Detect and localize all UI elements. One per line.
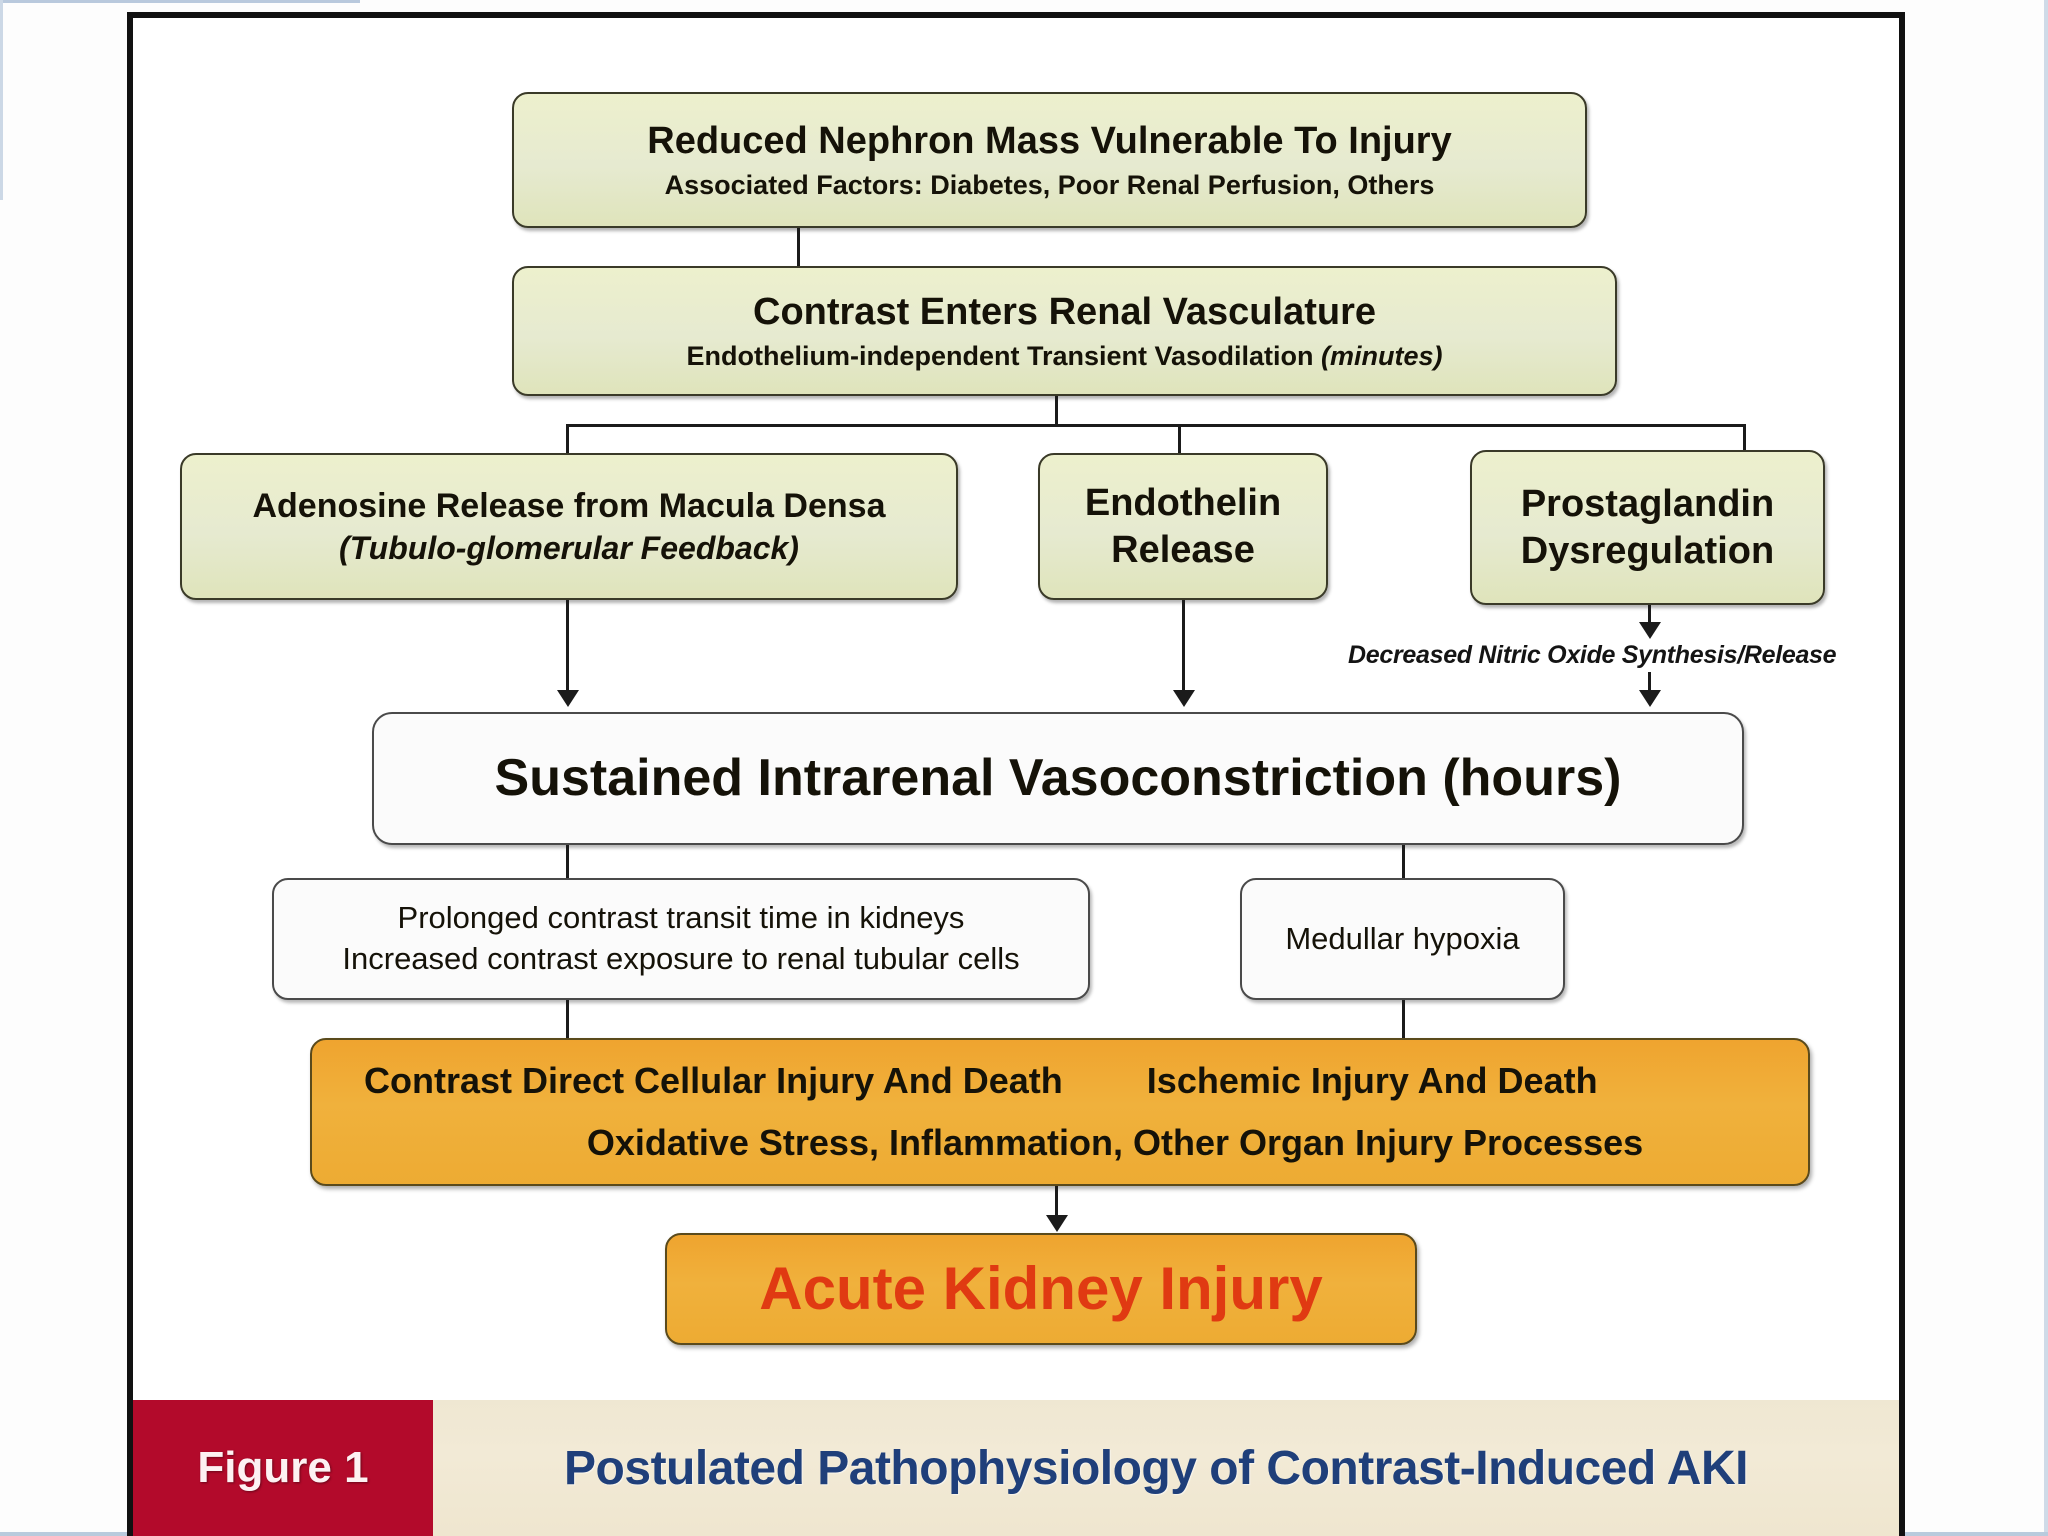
node-contrast-enters-subtitle-italic: (minutes) xyxy=(1321,340,1443,371)
node-injury-left-label: Contrast Direct Cellular Injury And Deat… xyxy=(364,1059,1063,1101)
connector-bus-to-endothelin xyxy=(1178,424,1181,454)
page-edge-right xyxy=(2044,0,2048,1536)
node-endothelin-release: Endothelin Release xyxy=(1038,453,1328,600)
node-vasoconstriction-title: Sustained Intrarenal Vasoconstriction (h… xyxy=(494,749,1622,808)
connector-vaso-to-medullary xyxy=(1402,845,1405,878)
page-edge-top xyxy=(0,0,360,3)
connector-adenosine-down xyxy=(566,600,569,695)
node-adenosine-release: Adenosine Release from Macula Densa (Tub… xyxy=(180,453,958,600)
node-injury-bottom-label: Oxidative Stress, Inflammation, Other Or… xyxy=(586,1122,1644,1163)
node-sustained-vasoconstriction: Sustained Intrarenal Vasoconstriction (h… xyxy=(372,712,1744,845)
node-reduced-nephron-mass: Reduced Nephron Mass Vulnerable To Injur… xyxy=(512,92,1587,228)
node-aki-title: Acute Kidney Injury xyxy=(759,1255,1323,1323)
page-edge-left xyxy=(0,0,3,200)
node-contrast-enters-subtitle-text: Endothelium-independent Transient Vasodi… xyxy=(686,340,1322,371)
node-prostaglandin-dysregulation: Prostaglandin Dysregulation xyxy=(1470,450,1825,605)
figure-caption-title: Postulated Pathophysiology of Contrast-I… xyxy=(564,1441,1748,1495)
node-adenosine-title: Adenosine Release from Macula Densa xyxy=(252,486,886,525)
arrowhead-endothelin-down xyxy=(1173,690,1195,707)
label-decreased-nitric-oxide: Decreased Nitric Oxide Synthesis/Release xyxy=(1348,641,1837,669)
connector-contrast-stem xyxy=(1055,396,1058,426)
node-contrast-enters-vasculature: Contrast Enters Renal Vasculature Endoth… xyxy=(512,266,1617,396)
connector-prostaglandin-to-no xyxy=(1648,605,1651,627)
connector-bus-to-adenosine xyxy=(566,424,569,456)
figure-number-badge: Figure 1 xyxy=(133,1400,433,1536)
node-medullary-hypoxia-title: Medullar hypoxia xyxy=(1285,920,1520,956)
connector-endothelin-down xyxy=(1182,600,1185,695)
arrowhead-no-down xyxy=(1639,690,1661,707)
connector-vaso-to-transit xyxy=(566,845,569,878)
arrowhead-prostaglandin-to-no xyxy=(1639,622,1661,639)
node-prolonged-transit-line2: Increased contrast exposure to renal tub… xyxy=(342,941,1020,976)
node-injury-right-label: Ischemic Injury And Death xyxy=(1146,1059,1598,1101)
figure-caption-bar: Figure 1 Postulated Pathophysiology of C… xyxy=(133,1400,1899,1536)
connector-no-down xyxy=(1648,672,1651,695)
arrowhead-injury-to-aki xyxy=(1046,1215,1068,1232)
node-prolonged-transit: Prolonged contrast transit time in kidne… xyxy=(272,878,1090,1000)
node-endothelin-line1: Endothelin xyxy=(1084,481,1282,524)
node-prostaglandin-line2: Dysregulation xyxy=(1520,529,1775,572)
node-endothelin-line2: Release xyxy=(1111,528,1255,571)
connector-bus-to-prostaglandin xyxy=(1743,424,1746,456)
node-prostaglandin-line1: Prostaglandin xyxy=(1520,482,1775,525)
node-injury-and-death: Contrast Direct Cellular Injury And Deat… xyxy=(310,1038,1810,1186)
connector-injury-to-aki xyxy=(1055,1186,1058,1222)
node-acute-kidney-injury: Acute Kidney Injury xyxy=(665,1233,1417,1345)
node-prolonged-transit-line1: Prolonged contrast transit time in kidne… xyxy=(397,900,965,936)
node-adenosine-subtitle: (Tubulo-glomerular Feedback) xyxy=(339,529,799,566)
node-reduced-nephron-title: Reduced Nephron Mass Vulnerable To Injur… xyxy=(647,120,1452,163)
node-medullary-hypoxia: Medullar hypoxia xyxy=(1240,878,1565,1000)
node-contrast-enters-subtitle: Endothelium-independent Transient Vasodi… xyxy=(686,341,1442,371)
connector-medullary-to-injury xyxy=(1402,1000,1405,1040)
connector-fanout-bus xyxy=(566,424,1746,427)
node-reduced-nephron-subtitle: Associated Factors: Diabetes, Poor Renal… xyxy=(664,169,1435,200)
connector-transit-to-injury xyxy=(566,1000,569,1040)
node-contrast-enters-title: Contrast Enters Renal Vasculature xyxy=(753,291,1376,334)
connector-nephron-to-contrast xyxy=(797,228,800,266)
arrowhead-adenosine-down xyxy=(557,690,579,707)
